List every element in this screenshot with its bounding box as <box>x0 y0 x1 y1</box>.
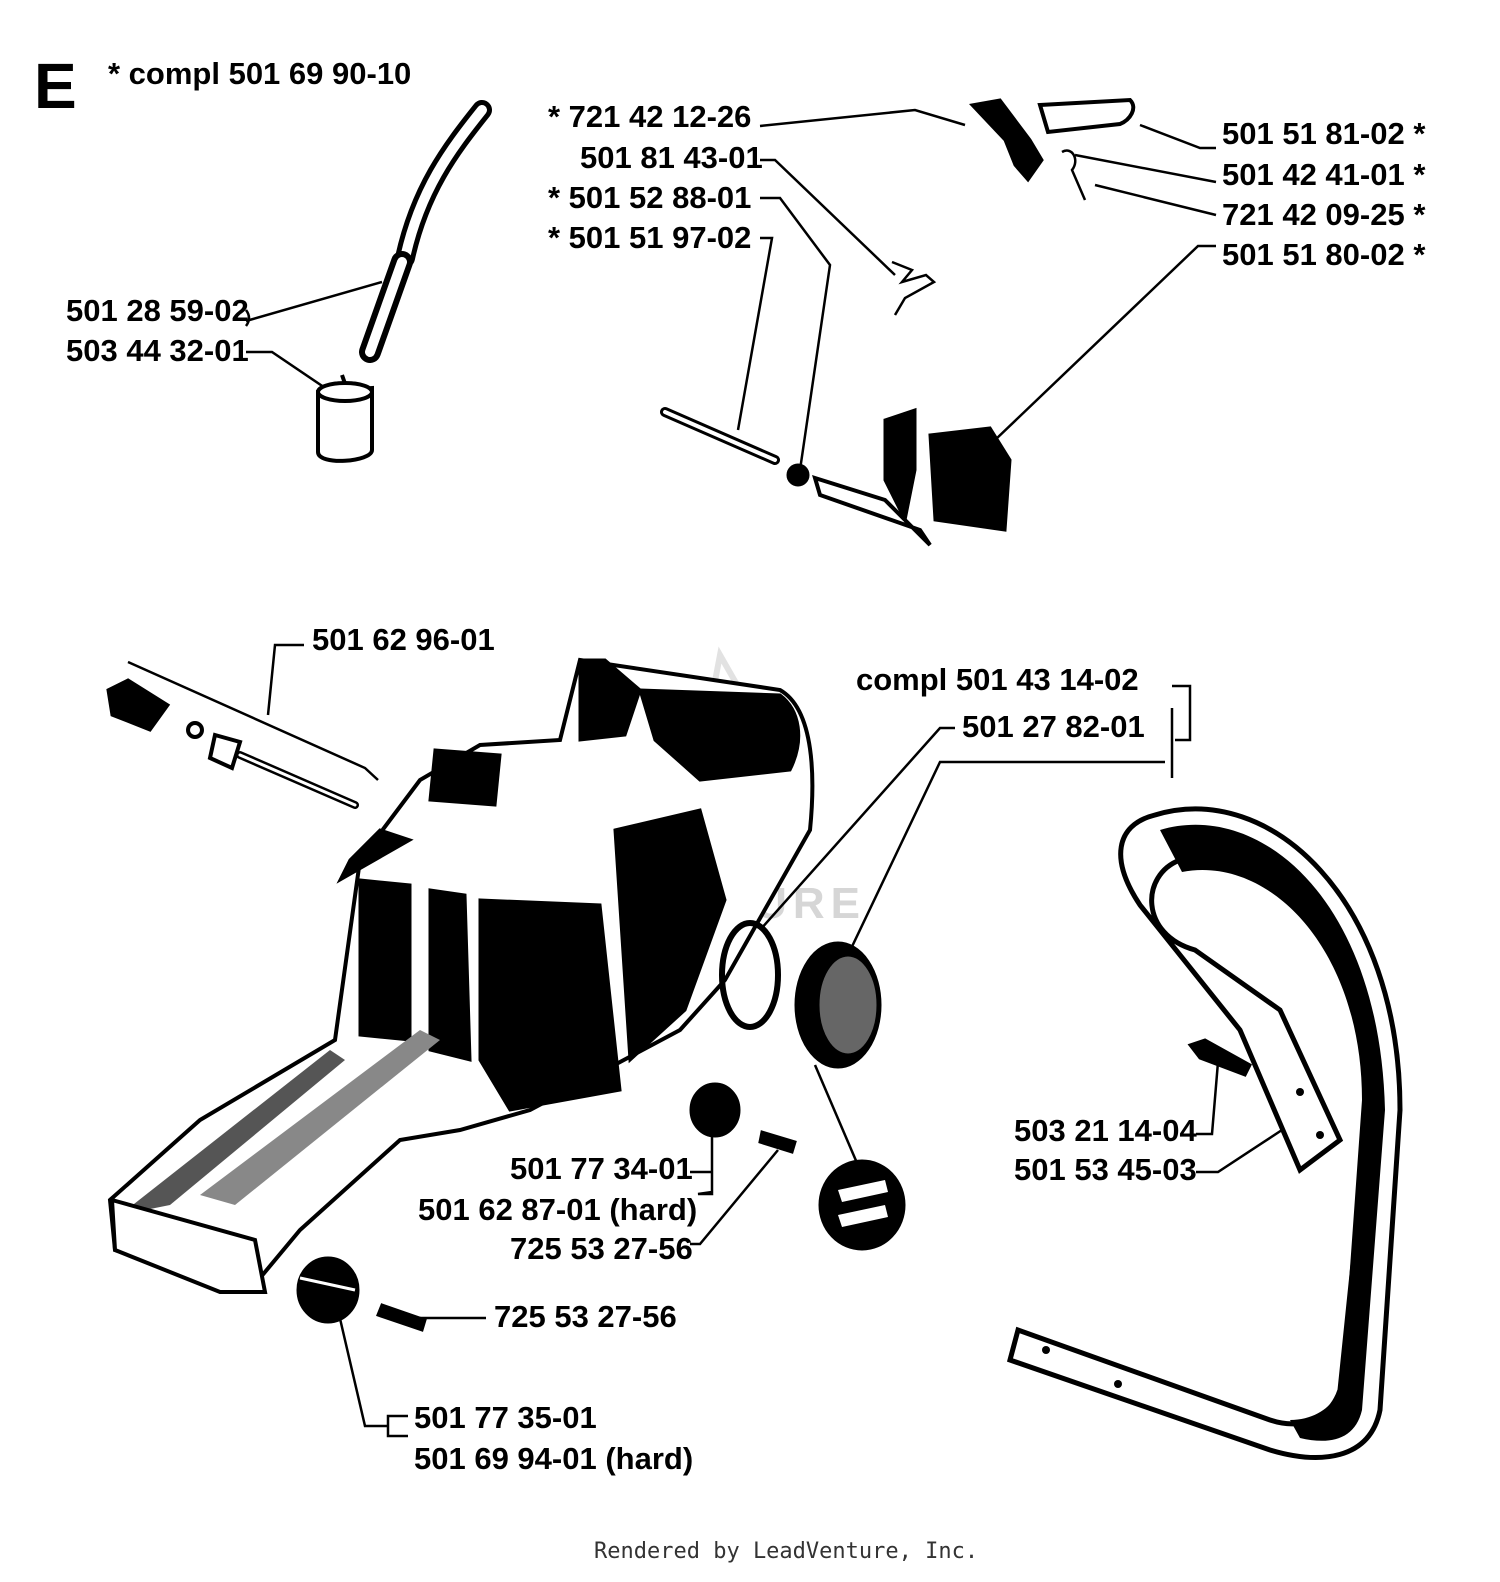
leader-cap-fuel <box>846 760 1165 956</box>
bracket-501-62-96-01 <box>127 660 379 781</box>
o-ring <box>719 920 781 1030</box>
label-501-53-45-03: 501 53 45-03 <box>1014 1152 1197 1187</box>
bracket-501-28-59-02 <box>244 309 251 327</box>
bracket-compl-501-43-14-02 <box>1172 684 1192 742</box>
av-mounts <box>296 1082 797 1332</box>
leader-725-53-27-56-a <box>690 1149 779 1246</box>
label-501-52-88-01: * 501 52 88-01 <box>548 180 751 215</box>
label-503-21-14-04: 503 21 14-04 <box>1014 1113 1197 1148</box>
front-handle <box>1006 806 1403 1460</box>
label-501-69-94-01: 501 69 94-01 (hard) <box>414 1441 693 1476</box>
label-503-44-32-01: 503 44 32-01 <box>66 333 249 368</box>
label-721-42-12-26: * 721 42 12-26 <box>548 99 751 134</box>
part-labels: * compl 501 69 90-10 * 721 42 12-26 501 … <box>66 56 1426 1476</box>
label-725-53-27-56-a: 725 53 27-56 <box>510 1231 693 1266</box>
leader-501-53-45-03 <box>1196 1126 1286 1174</box>
label-721-42-09-25: 721 42 09-25 * <box>1222 197 1426 232</box>
tank-body <box>107 657 815 1294</box>
label-725-53-27-56-b: 725 53 27-56 <box>494 1299 677 1334</box>
fuel-filter <box>316 374 374 463</box>
leader-501-77-35-01 <box>336 1309 388 1428</box>
leader-503-44-32-01 <box>246 350 341 400</box>
leader-501-81-43-01 <box>760 158 896 276</box>
label-501-27-82-01: 501 27 82-01 <box>962 709 1145 744</box>
leader-501-51-97-02 <box>736 236 774 431</box>
label-501-62-87-01: 501 62 87-01 (hard) <box>418 1192 697 1227</box>
leader-721-42-09-25 <box>1094 183 1217 217</box>
leader-501-27-82-01 <box>759 726 955 931</box>
leader-501-42-41-01 <box>1074 153 1217 184</box>
fuel-hose <box>359 100 492 363</box>
leader-721-42-12-26 <box>759 108 966 128</box>
leader-501-28-59-02 <box>245 280 383 323</box>
label-501-51-80-02: 501 51 80-02 * <box>1222 237 1426 272</box>
label-501-77-34-01: 501 77 34-01 <box>510 1151 693 1186</box>
trigger-parts <box>660 97 1136 547</box>
leader-501-51-81-02 <box>1139 123 1216 150</box>
leader-501-62-96-01 <box>266 643 304 716</box>
label-compl-501-69-90-10: * compl 501 69 90-10 <box>108 56 411 91</box>
label-501-42-41-01: 501 42 41-01 * <box>1222 157 1426 192</box>
footer-text: Rendered by LeadVenture, Inc. <box>594 1539 978 1564</box>
label-501-28-59-02: 501 28 59-02 <box>66 293 249 328</box>
section-letter: E <box>34 50 77 122</box>
fuel-cap <box>794 941 906 1251</box>
label-501-81-43-01: 501 81 43-01 <box>580 140 763 175</box>
label-501-62-96-01: 501 62 96-01 <box>312 622 495 657</box>
bracket-501-77-35-01 <box>386 1414 408 1438</box>
leader-501-51-80-02 <box>994 244 1216 441</box>
leader-503-21-14-04 <box>1196 1061 1220 1136</box>
leader-501-52-88-01 <box>760 196 832 471</box>
label-compl-501-43-14-02: compl 501 43 14-02 <box>856 662 1139 697</box>
tank-tube <box>106 678 359 809</box>
label-501-51-97-02: * 501 51 97-02 <box>548 220 751 255</box>
label-501-51-81-02: 501 51 81-02 * <box>1222 116 1426 151</box>
bracket-501-77-34-01 <box>690 1128 714 1196</box>
label-501-77-35-01: 501 77 35-01 <box>414 1400 597 1435</box>
leader-lines <box>127 108 1286 1438</box>
